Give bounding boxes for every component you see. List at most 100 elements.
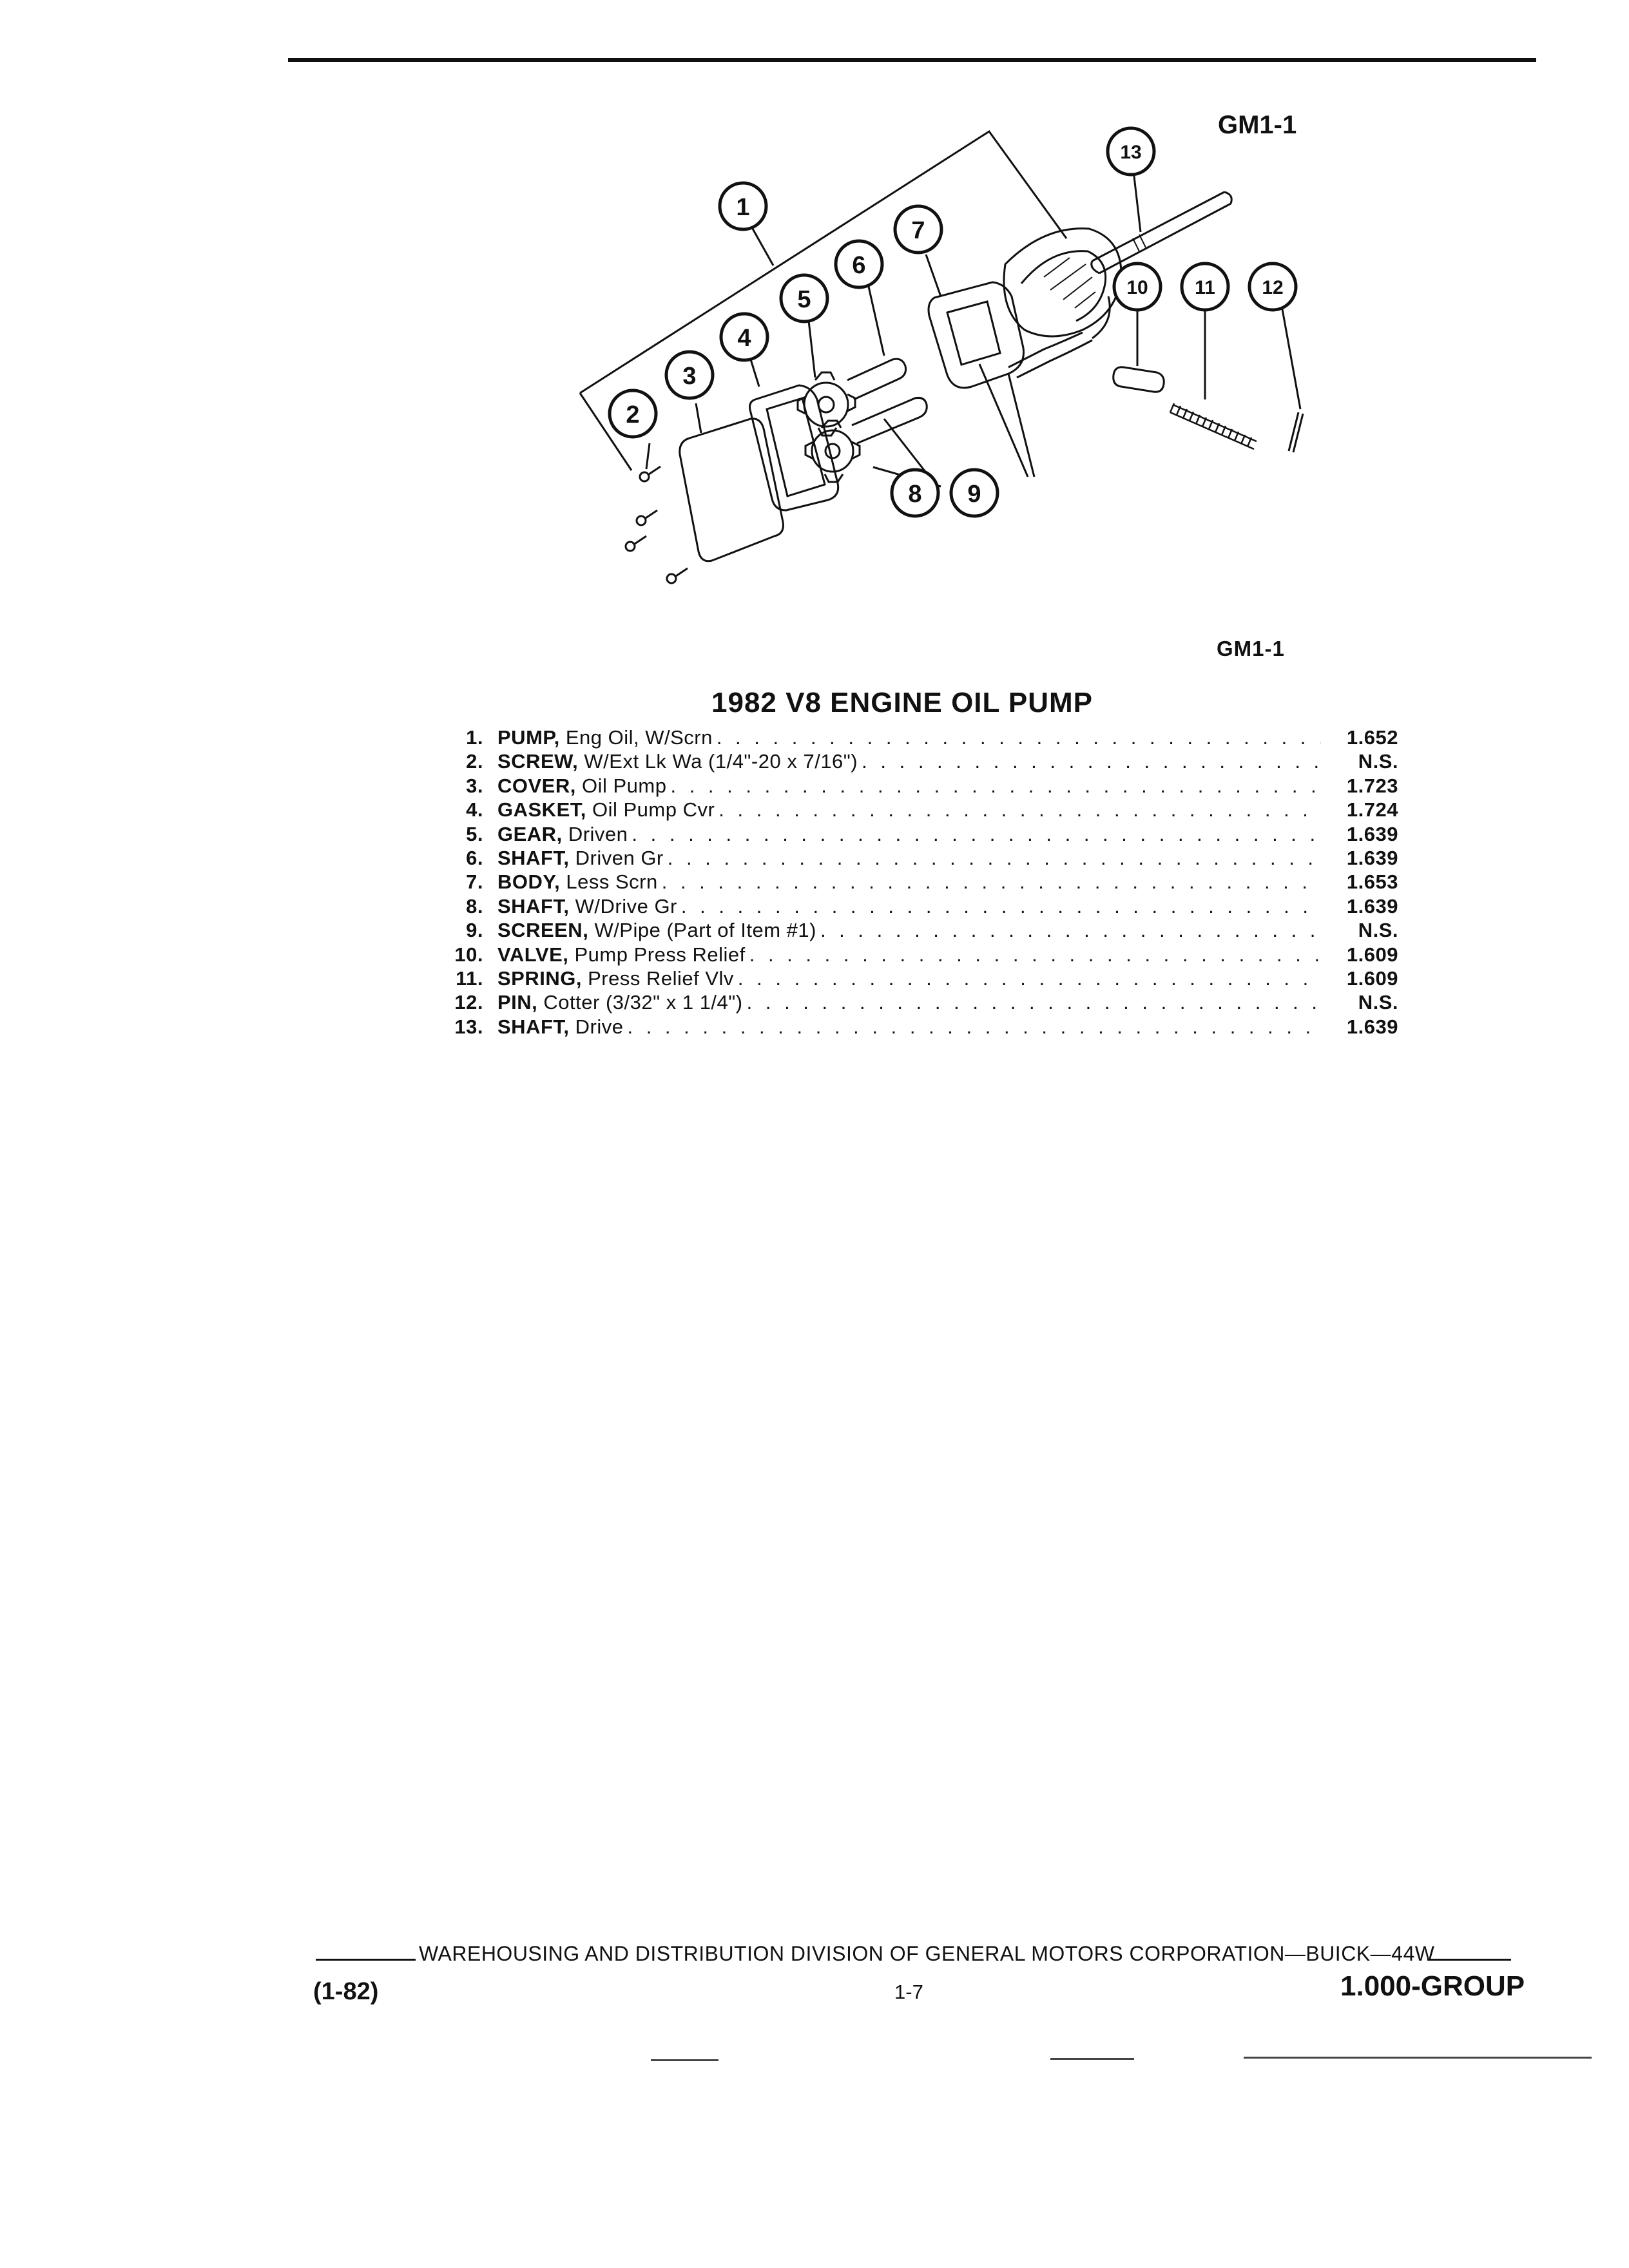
parts-list-item: 4. GASKET, Oil Pump Cvr 1.724 [445, 798, 1398, 822]
leader-9a [978, 363, 1029, 477]
callout-10: 10 [1112, 262, 1162, 312]
leader-5 [807, 320, 816, 378]
svg-text:12: 12 [1262, 277, 1283, 298]
part-name: GEAR, [497, 822, 563, 845]
callout-1: 1 [718, 181, 768, 231]
drive-gear-shape [804, 419, 861, 483]
part-name: SPRING, [497, 966, 582, 990]
item-1-bracket [579, 130, 1068, 394]
callout-7: 7 [893, 204, 943, 255]
svg-text:11: 11 [1195, 277, 1215, 298]
screw-icon-1 [639, 465, 661, 483]
driven-gear-shape [796, 371, 856, 437]
part-group-ref: 1.653 [1346, 870, 1398, 894]
part-description: Pump Press Relief [574, 943, 746, 966]
svg-text:13: 13 [1120, 142, 1141, 163]
part-description: Less Scrn [566, 870, 658, 894]
part-number: 2. [466, 750, 483, 773]
parts-list-item: 3. COVER, Oil Pump 1.723 [445, 774, 1398, 798]
section-title: 1982 V8 ENGINE OIL PUMP [711, 687, 1093, 718]
scan-mark [1050, 2058, 1134, 2060]
svg-text:7: 7 [911, 217, 925, 244]
callout-8: 8 [890, 468, 940, 518]
drive-shaft-13-shape [1092, 191, 1231, 274]
part-name: GASKET, [497, 798, 586, 822]
svg-text:9: 9 [967, 481, 981, 508]
part-number: 12. [454, 991, 483, 1014]
svg-text:6: 6 [852, 252, 865, 279]
part-name: SHAFT, [497, 846, 570, 869]
scan-mark [651, 2059, 718, 2061]
part-group-ref: 1.652 [1346, 726, 1398, 749]
parts-list-item: 11.SPRING, Press Relief Vlv1.609 [445, 966, 1398, 990]
leader-1 [751, 228, 775, 266]
scan-mark [1244, 2057, 1592, 2059]
driven-shaft-shape [847, 358, 907, 401]
part-number: 10. [454, 943, 483, 966]
screw-icon-2 [635, 509, 658, 526]
part-name: COVER, [497, 774, 576, 797]
part-number: 11. [456, 966, 483, 990]
part-description: Driven Gr [575, 846, 664, 869]
oil-screen-shape [1003, 227, 1123, 338]
parts-list-item: 8.SHAFT, W/Drive Gr1.639 [445, 894, 1398, 918]
parts-list-item: 1. PUMP, Eng Oil, W/Scrn 1.652 [445, 726, 1398, 749]
callout-4: 4 [719, 312, 769, 362]
part-number: 7. [466, 870, 483, 894]
leader-9b [1007, 373, 1036, 477]
part-group-ref: 1.724 [1346, 798, 1398, 822]
part-number: 1. [466, 726, 483, 749]
part-description: Oil Pump [581, 774, 667, 797]
part-group-ref: N.S. [1358, 919, 1398, 942]
footer-rule-left [316, 1959, 416, 1961]
part-description: W/Drive Gr [575, 894, 677, 918]
part-group-ref: 1.609 [1346, 943, 1398, 966]
top-rule [288, 58, 1536, 62]
parts-list-item: 12.PIN, Cotter (3/32" x 1 1/4")N.S. [445, 990, 1398, 1014]
pickup-pipe-shape [1008, 331, 1093, 379]
part-description: Oil Pump Cvr [592, 798, 715, 822]
svg-text:2: 2 [626, 401, 639, 428]
svg-text:1: 1 [736, 194, 749, 221]
svg-text:8: 8 [908, 481, 921, 508]
part-description: Drive [575, 1015, 624, 1038]
callout-5: 5 [779, 273, 829, 323]
part-number: 5. [466, 822, 483, 845]
part-group-ref: 1.723 [1346, 774, 1398, 797]
callout-9: 9 [949, 468, 999, 518]
part-number: 3. [466, 774, 483, 797]
relief-valve-shape [1112, 366, 1165, 393]
part-number: 4. [466, 798, 483, 822]
drive-shaft-shape [851, 397, 928, 445]
svg-text:5: 5 [797, 286, 811, 313]
part-name: SHAFT, [497, 1015, 570, 1038]
part-description: W/Pipe (Part of Item #1) [594, 919, 816, 942]
part-number: 8. [466, 894, 483, 918]
parts-list-item: 9. SCREEN, W/Pipe (Part of Item #1) N.S. [445, 918, 1398, 942]
part-name: SCREEN, [497, 919, 589, 942]
screw-icon-3 [624, 535, 647, 552]
part-number: 9. [466, 919, 483, 942]
part-name: VALVE, [497, 943, 569, 966]
footer-publisher-line: WAREHOUSING AND DISTRIBUTION DIVISION OF… [419, 1942, 1435, 1965]
footer-group-number: 1.000-GROUP [1340, 1970, 1525, 2002]
figure-code-bottom: GM1-1 [1217, 637, 1285, 660]
part-group-ref: 1.639 [1346, 1015, 1398, 1038]
parts-list-item: 7.BODY, Less Scrn1.653 [445, 870, 1398, 894]
part-name: PUMP, [497, 726, 560, 749]
parts-list-item: 10. VALVE, Pump Press Relief 1.609 [445, 943, 1398, 966]
callout-11: 11 [1180, 262, 1230, 312]
leader-4 [749, 359, 760, 387]
callout-13: 13 [1106, 126, 1156, 177]
part-group-ref: 1.639 [1346, 846, 1398, 869]
relief-spring-shape [1169, 403, 1257, 450]
part-group-ref: 1.639 [1346, 894, 1398, 918]
footer-date: (1-82) [313, 1978, 379, 2005]
svg-text:4: 4 [737, 325, 751, 352]
part-number: 6. [466, 846, 483, 869]
part-description: Eng Oil, W/Scrn [565, 726, 713, 749]
cotter-pin-shape [1287, 412, 1304, 453]
part-group-ref: 1.639 [1346, 822, 1398, 845]
leader-12 [1281, 309, 1302, 410]
screw-icon-4 [666, 567, 688, 584]
